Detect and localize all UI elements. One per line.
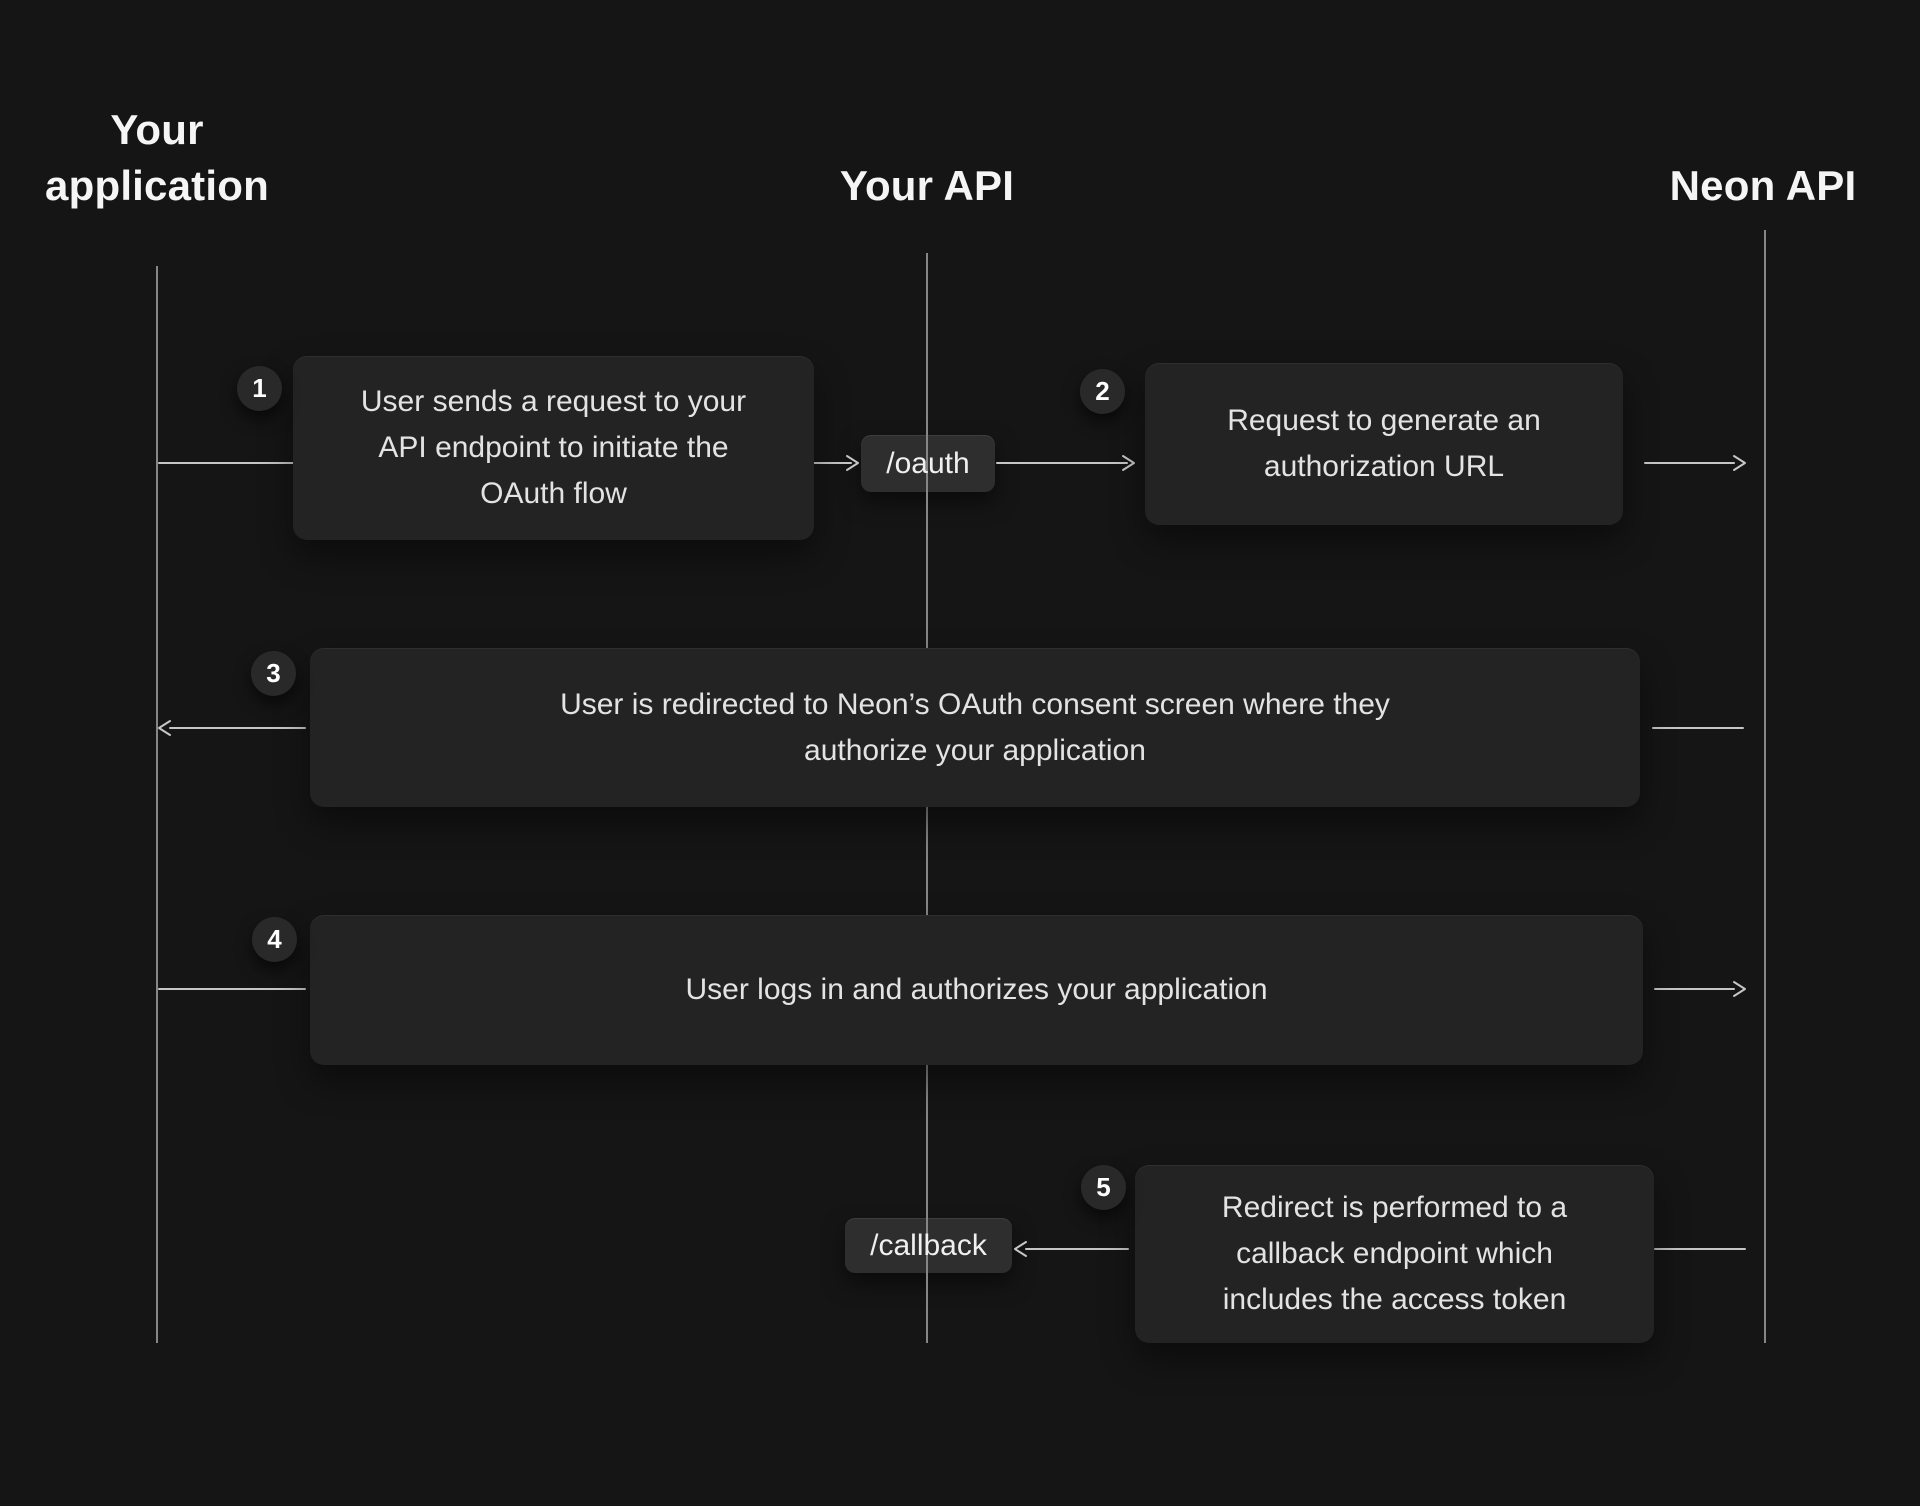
step-2-badge: 2: [1080, 369, 1125, 414]
step-4-badge: 4: [252, 917, 297, 962]
step-4-text: User logs in and authorizes your applica…: [685, 973, 1268, 1006]
step-2-text: Request to generate an authorization URL: [1227, 404, 1541, 483]
actor-header-your-application: Your application: [45, 106, 269, 209]
arrow-step2-head-right-icon: [1733, 455, 1746, 471]
step-3-box: User is redirected to Neon’s OAuth conse…: [310, 648, 1640, 807]
step-3-badge: 3: [251, 651, 296, 696]
actor-header-neon-api: Neon API: [1669, 162, 1857, 209]
arrow-step3-head-left-icon: [158, 720, 171, 736]
arrow-step4-head-right-icon: [1733, 981, 1746, 997]
step-2-box: Request to generate an authorization URL: [1145, 363, 1623, 525]
message-arrows: [158, 455, 1746, 1257]
callback-endpoint-label: /callback: [870, 1228, 987, 1262]
oauth-endpoint-label: /oauth: [886, 446, 970, 480]
step-5-badge: 5: [1081, 1165, 1126, 1210]
step-5-text: Redirect is performed to a callback endp…: [1221, 1191, 1568, 1316]
arrow-step1-head-right-icon: [846, 455, 859, 471]
step-1-badge: 1: [237, 366, 282, 411]
step-4-box: User logs in and authorizes your applica…: [310, 915, 1643, 1065]
step-1-text: User sends a request to your API endpoin…: [360, 385, 747, 510]
step-1-box: User sends a request to your API endpoin…: [293, 356, 814, 540]
step-3-text: User is redirected to Neon’s OAuth conse…: [560, 687, 1390, 767]
arrow-step5-head-left-icon: [1014, 1241, 1027, 1257]
actor-header-your-api: Your API: [839, 162, 1015, 209]
step-5-box: Redirect is performed to a callback endp…: [1135, 1165, 1654, 1343]
arrow-step2-head-mid-icon: [1122, 455, 1135, 471]
callback-endpoint-chip: [845, 1218, 1012, 1273]
